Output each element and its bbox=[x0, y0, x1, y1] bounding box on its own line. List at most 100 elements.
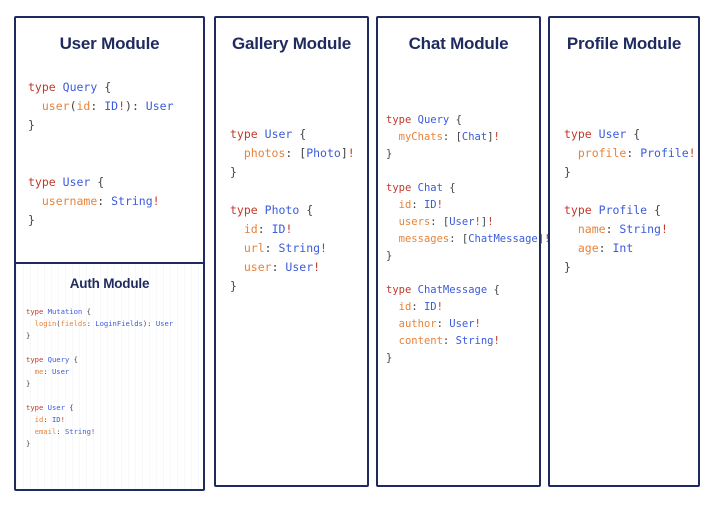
code-token-tn: User bbox=[598, 127, 627, 141]
code-token-bang: ! bbox=[493, 335, 500, 347]
code-line bbox=[26, 342, 203, 354]
code-line: } bbox=[230, 163, 367, 182]
code-line: type Query { bbox=[26, 354, 203, 366]
module-code-user: type Query { user(id: ID!): User} type U… bbox=[28, 78, 203, 230]
code-token-tn: ID bbox=[423, 199, 437, 211]
code-token-sp bbox=[564, 241, 578, 255]
code-token-fld: messages bbox=[398, 233, 450, 245]
code-token-fld: me bbox=[34, 367, 44, 376]
code-token-fld: username bbox=[41, 194, 98, 208]
code-token-bang: ! bbox=[660, 222, 668, 236]
code-token-pn: ( bbox=[56, 319, 61, 328]
code-token-bang: ! bbox=[152, 194, 160, 208]
code-token-bang: ! bbox=[285, 222, 293, 236]
code-token-fld: content bbox=[398, 335, 443, 347]
code-token-pn: } bbox=[564, 165, 571, 179]
code-line: } bbox=[26, 438, 203, 450]
code-token-bang: ! bbox=[474, 318, 481, 330]
code-token-pn: { bbox=[654, 203, 661, 217]
code-token-sp bbox=[564, 222, 578, 236]
code-token-tn: User bbox=[51, 367, 70, 376]
code-token-pn: { bbox=[69, 403, 74, 412]
code-token-pn: : [ bbox=[442, 131, 462, 143]
code-line: myChats: [Chat]! bbox=[386, 129, 539, 146]
code-token-pn: : bbox=[436, 318, 450, 330]
code-line: type Query { bbox=[386, 112, 539, 129]
module-panel-user[interactable]: User Module type Query { user(id: ID!): … bbox=[14, 16, 205, 491]
code-line bbox=[386, 163, 539, 180]
code-token-kw: type bbox=[26, 307, 44, 316]
code-token-tn: Chat bbox=[417, 182, 443, 194]
code-token-sp bbox=[386, 233, 399, 245]
code-token-sp bbox=[28, 194, 42, 208]
code-line: id: ID! bbox=[386, 299, 539, 316]
code-token-pn: ] bbox=[340, 146, 348, 160]
code-line: type Chat { bbox=[386, 180, 539, 197]
code-token-fld: email bbox=[34, 427, 57, 436]
code-token-tn: ID bbox=[271, 222, 286, 236]
code-token-tn: String bbox=[64, 427, 91, 436]
module-title-user: User Module bbox=[59, 34, 160, 53]
code-token-kw: type bbox=[386, 114, 412, 126]
code-token-bang: ! bbox=[436, 199, 443, 211]
code-token-sp bbox=[592, 127, 599, 141]
code-token-fld: url bbox=[243, 241, 265, 255]
code-token-sp bbox=[386, 131, 399, 143]
code-token-pn: } bbox=[26, 439, 31, 448]
code-line: } bbox=[230, 277, 367, 296]
code-token-pn: } bbox=[26, 331, 31, 340]
code-token-bang: ! bbox=[90, 427, 96, 436]
code-line: author: User! bbox=[386, 316, 539, 333]
code-token-bang: ! bbox=[493, 131, 500, 143]
code-token-sp bbox=[230, 241, 244, 255]
code-token-pn: ] bbox=[537, 233, 545, 245]
module-panel-auth[interactable]: Auth Module type Mutation { login(fields… bbox=[14, 262, 205, 491]
code-token-tn: String bbox=[278, 241, 321, 255]
code-token-pn: { bbox=[86, 307, 91, 316]
code-line: id: ID! bbox=[230, 220, 367, 239]
code-token-pn: : bbox=[56, 427, 65, 436]
code-token-kw: type bbox=[386, 284, 412, 296]
code-token-pn: : bbox=[626, 146, 641, 160]
code-line bbox=[28, 135, 203, 154]
code-line bbox=[386, 265, 539, 282]
code-token-pn: { bbox=[306, 203, 314, 217]
code-token-pn: ] bbox=[487, 131, 494, 143]
module-code-profile: type User { profile: Profile!} type Prof… bbox=[564, 125, 698, 277]
code-line: login(fields: LoginFields): User bbox=[26, 318, 203, 330]
code-token-pn: : bbox=[90, 99, 105, 113]
code-token-fld: id bbox=[34, 415, 44, 424]
code-token-bang: ! bbox=[320, 241, 327, 255]
code-token-pn: } bbox=[386, 250, 393, 262]
module-panel-profile[interactable]: Profile Module type User { profile: Prof… bbox=[548, 16, 700, 487]
code-token-bang: ! bbox=[118, 99, 126, 113]
code-token-pn: : bbox=[598, 241, 613, 255]
module-panel-chat[interactable]: Chat Module type Query { myChats: [Chat]… bbox=[376, 16, 550, 487]
module-panel-gallery[interactable]: Gallery Module type User { photos: [Phot… bbox=[214, 16, 369, 487]
code-line: type ChatMessage { bbox=[386, 282, 539, 299]
code-token-sp bbox=[386, 301, 399, 313]
code-token-bang: ! bbox=[544, 233, 550, 245]
code-line: profile: Profile! bbox=[564, 144, 698, 163]
code-token-bang: ! bbox=[60, 415, 65, 424]
code-line: type Profile { bbox=[564, 201, 698, 220]
code-token-kw: type bbox=[28, 175, 56, 189]
code-line: id: ID! bbox=[26, 414, 203, 426]
code-line: content: String! bbox=[386, 333, 539, 350]
code-token-pn: : bbox=[411, 199, 424, 211]
code-token-tn: Photo bbox=[264, 203, 300, 217]
code-token-tn: Query bbox=[47, 355, 70, 364]
code-token-tn: Chat bbox=[461, 131, 488, 143]
code-line: user(id: ID!): User bbox=[28, 97, 203, 116]
code-token-pn: { bbox=[455, 114, 462, 126]
code-token-sp bbox=[26, 427, 35, 436]
code-token-fld: age bbox=[577, 241, 599, 255]
code-token-sp bbox=[386, 216, 399, 228]
code-token-sp bbox=[28, 99, 42, 113]
code-line bbox=[28, 154, 203, 173]
code-token-bang: ! bbox=[487, 216, 494, 228]
code-token-tn: User bbox=[62, 175, 91, 189]
code-line: age: Int bbox=[564, 239, 698, 258]
code-token-pn: : bbox=[442, 335, 456, 347]
code-line bbox=[564, 182, 698, 201]
